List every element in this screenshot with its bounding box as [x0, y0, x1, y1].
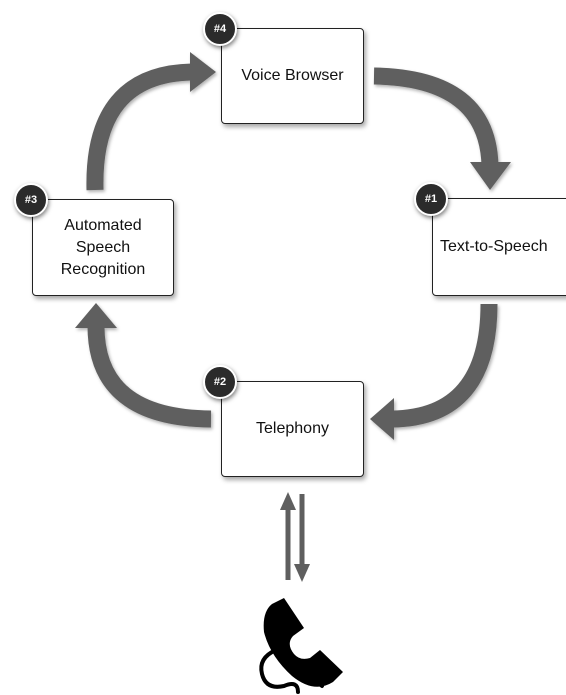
- telephony-label: Telephony: [256, 420, 329, 437]
- arrow-telephony-to-asr: [75, 303, 212, 428]
- arrow-voice-browser-to-tts: [373, 67, 511, 190]
- telephone-handset-icon: [259, 598, 343, 694]
- text-to-speech-label: Text-to-Speech: [440, 238, 548, 255]
- speech-recognition-label: Automated Speech Recognition: [60, 216, 146, 278]
- telephony-box: Telephony: [221, 381, 364, 477]
- arrow-asr-to-voice-browser: [86, 52, 216, 191]
- step-badge-4: #4: [203, 12, 237, 46]
- speech-recognition-box: Automated Speech Recognition: [32, 199, 174, 296]
- arrow-telephony-to-phone: [294, 494, 310, 582]
- step-badge-3: #3: [14, 183, 48, 217]
- step-badge-1: #1: [414, 182, 448, 216]
- voice-browser-box: Voice Browser: [221, 28, 364, 124]
- text-to-speech-box: Text-to-Speech: [432, 198, 566, 296]
- arrow-tts-to-telephony: [370, 303, 498, 440]
- arrow-phone-to-telephony: [280, 492, 296, 580]
- voice-browser-label: Voice Browser: [241, 67, 344, 84]
- step-badge-2: #2: [203, 365, 237, 399]
